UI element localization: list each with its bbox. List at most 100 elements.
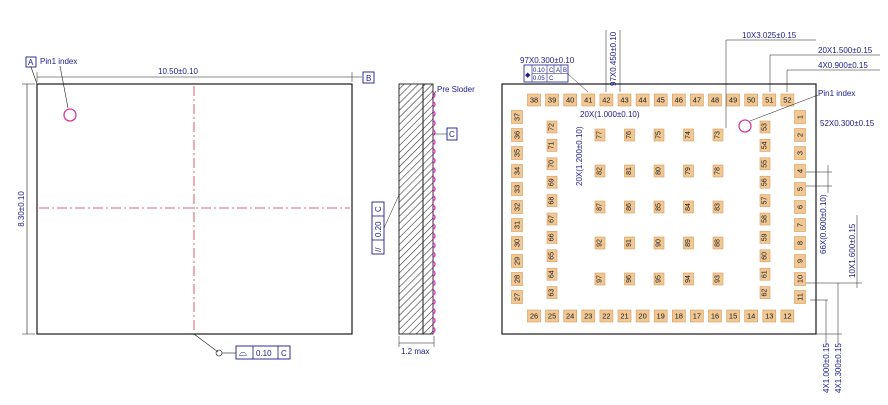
svg-text:77: 77 — [597, 131, 604, 139]
top-view: A Pin1 index 10.50±0.10 B 8.30±0.10 ⌓ 0.… — [17, 56, 375, 360]
pad-61: 61 — [759, 267, 771, 281]
svg-text:59: 59 — [762, 233, 769, 241]
svg-text:82: 82 — [597, 167, 604, 175]
svg-text:44: 44 — [638, 96, 646, 105]
svg-text:72: 72 — [549, 123, 556, 131]
tol-symbol: ◆ — [525, 72, 531, 79]
pad-59: 59 — [759, 231, 771, 244]
pad-63: 63 — [546, 286, 558, 299]
pad-55: 55 — [759, 157, 771, 171]
svg-text:97: 97 — [597, 275, 604, 283]
pad-6: 6 — [794, 200, 806, 214]
pad-36: 36 — [511, 128, 523, 142]
svg-text:30: 30 — [513, 239, 522, 247]
svg-text:94: 94 — [685, 275, 692, 283]
pad-17: 17 — [690, 309, 704, 323]
svg-text:24: 24 — [566, 312, 574, 321]
svg-text:32: 32 — [513, 203, 522, 211]
svg-text:35: 35 — [513, 149, 522, 157]
svg-text:7: 7 — [796, 223, 805, 227]
svg-text:86: 86 — [626, 203, 633, 211]
pad-92: 92 — [594, 236, 606, 250]
svg-text:22: 22 — [602, 312, 610, 321]
pin1-index-circle-bottom — [738, 119, 752, 133]
svg-text:71: 71 — [549, 141, 556, 149]
solder-bump — [432, 147, 436, 155]
pad-20: 20 — [635, 309, 650, 323]
pad-29: 29 — [511, 254, 523, 268]
side-view: Pre Sloder C C 0.20 // 1.2 max — [371, 83, 475, 356]
svg-text:76: 76 — [626, 131, 633, 139]
pad-52: 52 — [780, 93, 795, 107]
pad-5: 5 — [794, 182, 806, 196]
pad-74: 74 — [683, 128, 694, 142]
tol-r1-3: B — [563, 68, 567, 74]
pad-79: 79 — [683, 164, 694, 178]
thickness-dim: 1.2 max — [401, 347, 429, 356]
pad-40: 40 — [563, 93, 578, 107]
pad-32: 32 — [511, 200, 523, 214]
svg-text:87: 87 — [597, 203, 604, 211]
height-dim-text: 8.30±0.10 — [17, 191, 26, 227]
svg-text:19: 19 — [657, 312, 665, 321]
svg-text:56: 56 — [762, 178, 769, 186]
dim-97x-pad: 97X0.300±0.10 — [520, 56, 575, 65]
dim-4x-a: 4X0.900±0.15 — [818, 61, 868, 70]
svg-text:84: 84 — [685, 203, 692, 211]
pad-31: 31 — [511, 218, 523, 232]
svg-text:81: 81 — [626, 167, 633, 175]
pad-73: 73 — [712, 128, 724, 142]
svg-text:52: 52 — [783, 96, 791, 105]
pad-89: 89 — [683, 236, 694, 250]
pad-14: 14 — [744, 309, 759, 323]
pad-48: 48 — [708, 93, 722, 107]
svg-text:17: 17 — [693, 312, 701, 321]
pad-67: 67 — [546, 212, 558, 226]
parallel-datum: C — [374, 206, 383, 212]
pad-49: 49 — [726, 93, 740, 107]
solder-bump — [432, 298, 436, 306]
svg-text:58: 58 — [762, 215, 769, 223]
pad-11: 11 — [794, 290, 806, 304]
pad-34: 34 — [511, 164, 523, 178]
svg-text:47: 47 — [693, 96, 701, 105]
pad-85: 85 — [653, 200, 665, 214]
dim-97x-pitch: 97X0.450±0.10 — [609, 31, 618, 86]
solder-bump — [432, 100, 436, 108]
svg-text:68: 68 — [549, 197, 556, 205]
pad-3: 3 — [794, 146, 806, 160]
pad-13: 13 — [762, 309, 777, 323]
datum-c-box — [446, 127, 458, 141]
svg-text:11: 11 — [796, 293, 805, 301]
svg-text:57: 57 — [762, 197, 769, 205]
svg-text:54: 54 — [762, 141, 769, 149]
pad-23: 23 — [581, 309, 596, 323]
svg-text:12: 12 — [783, 312, 791, 321]
pad-2: 2 — [794, 128, 806, 142]
svg-text:39: 39 — [548, 96, 556, 105]
pad-51: 51 — [762, 93, 777, 107]
svg-text:31: 31 — [513, 221, 522, 229]
svg-text:69: 69 — [549, 178, 556, 186]
svg-text:20: 20 — [638, 312, 646, 321]
svg-text:49: 49 — [729, 96, 737, 105]
dim-20x-b: 20X(1.000±0.10) — [580, 110, 640, 119]
svg-text:80: 80 — [656, 167, 663, 175]
dim-4x-b: 4X1.000±0.15 — [822, 343, 831, 393]
dim-20x-c: 20X(1.200±0.10) — [575, 126, 584, 186]
tol-r1-1: C — [549, 68, 554, 74]
svg-text:91: 91 — [626, 239, 633, 247]
svg-text:96: 96 — [626, 275, 633, 283]
pad-22: 22 — [599, 309, 614, 323]
width-dim-text: 10.50±0.10 — [158, 67, 199, 76]
dim-10x-b: 10X1.600±0.15 — [848, 223, 857, 278]
svg-text:46: 46 — [675, 96, 683, 105]
package-outline — [36, 83, 353, 335]
pad-84: 84 — [683, 200, 694, 214]
datum-c-label: C — [449, 130, 455, 139]
solder-bump — [432, 260, 436, 268]
solder-bump — [432, 176, 436, 184]
svg-text:95: 95 — [656, 275, 663, 283]
pin1-label-right: Pin1 index — [818, 89, 855, 98]
